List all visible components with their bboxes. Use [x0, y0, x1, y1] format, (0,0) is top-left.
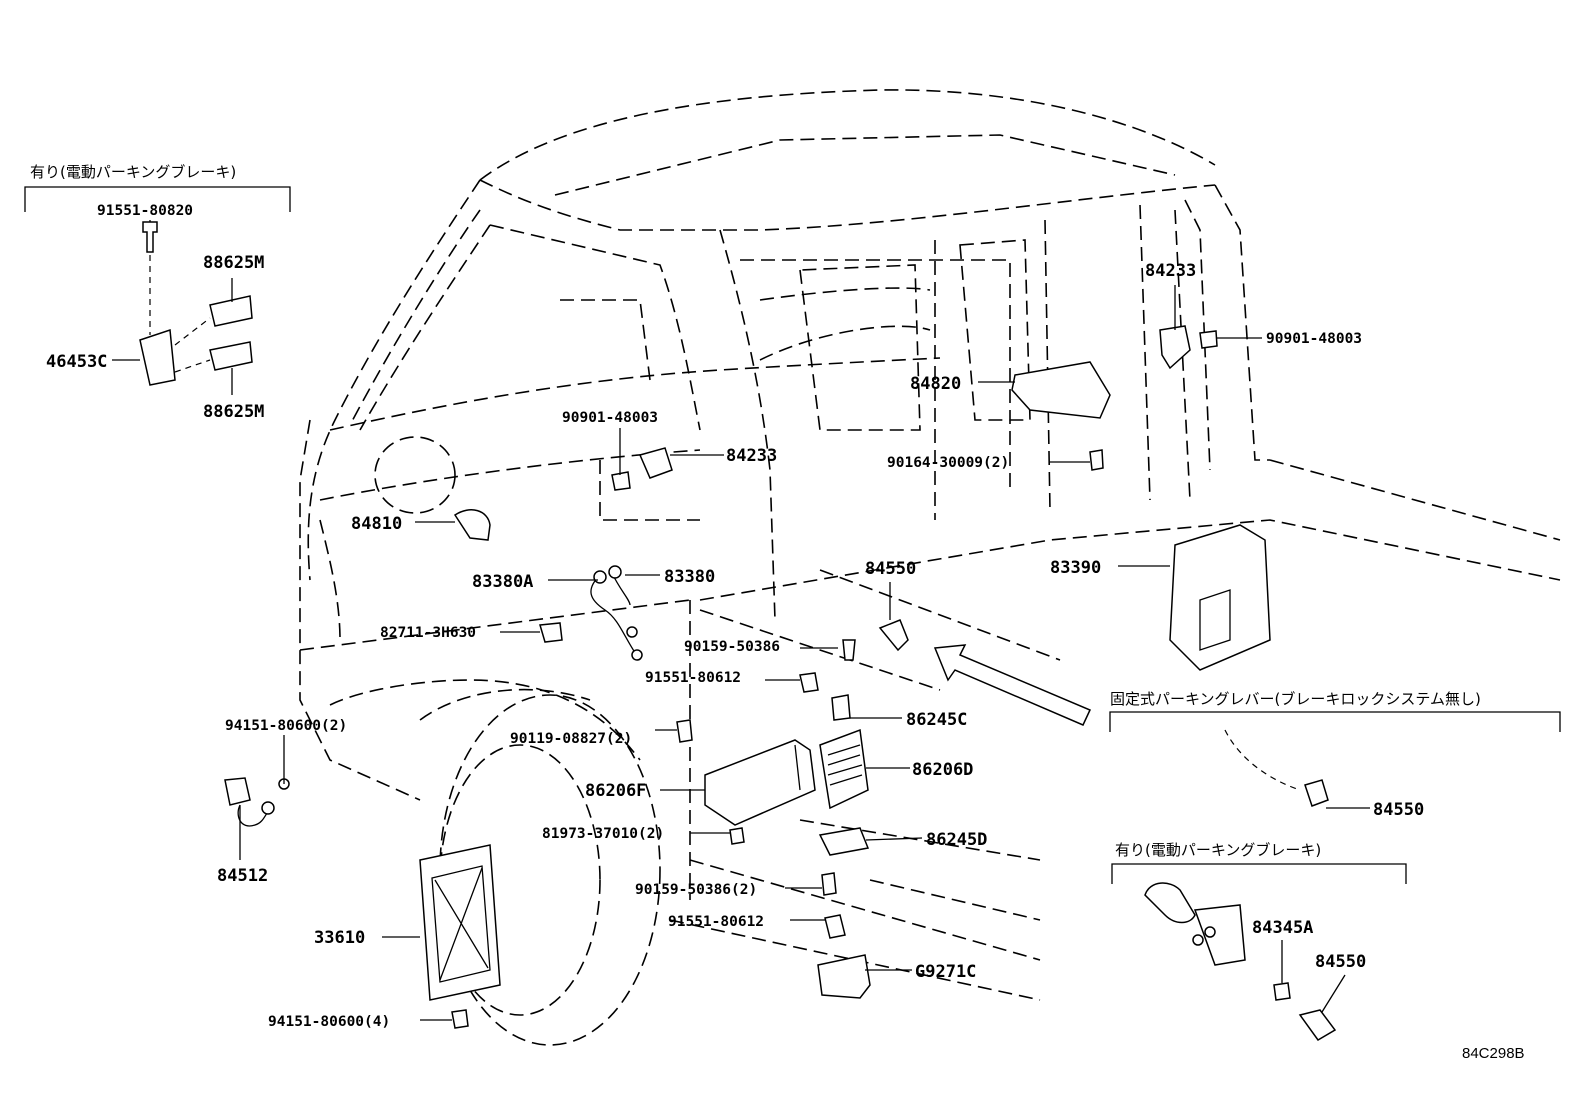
connector-88625M-upper-icon	[209, 295, 253, 327]
bolt-91551-80820-icon	[142, 221, 158, 253]
label-82711-3H630: 82711-3H630	[380, 625, 476, 641]
epb-switch-assembly	[139, 221, 253, 386]
connector-88625M-lower-icon	[209, 341, 253, 371]
label-86245D: 86245D	[926, 830, 987, 850]
label-90159-50386-top: 90159-50386	[684, 639, 780, 655]
part-labels: 91551-80820 88625M 46453C 88625M 90901-4…	[46, 203, 1525, 1062]
group-epb-top-left-title: 有り(電動パーキングブレーキ)	[30, 163, 236, 181]
module-86206F-icon	[704, 739, 816, 826]
label-94151-80600-2: 94151-80600(2)	[225, 718, 347, 734]
label-90164-30009: 90164-30009(2)	[887, 455, 1009, 471]
switch-84820-icon	[1011, 361, 1111, 419]
unit-83390-icon	[1169, 524, 1271, 671]
group-fixed-lever-title: 固定式パーキングレバー(ブレーキロックシステム無し)	[1110, 690, 1481, 708]
label-91551-80820: 91551-80820	[97, 203, 193, 219]
switch-84550-mid-icon	[878, 619, 909, 652]
group-epb-bottom-right: 有り(電動パーキングブレーキ)	[1111, 841, 1407, 884]
label-83380A: 83380A	[472, 572, 533, 592]
label-88625M-lower: 88625M	[203, 402, 264, 422]
label-90159-50386-2: 90159-50386(2)	[635, 882, 757, 898]
bolt-90901-48003-rear-icon	[1199, 330, 1218, 349]
label-90901-48003-front: 90901-48003	[562, 410, 658, 426]
leader-lines	[112, 220, 1370, 1021]
sensor-84233-front-icon	[638, 447, 673, 479]
direction-arrow	[933, 644, 1092, 726]
bolt-90119-08827-icon	[676, 719, 693, 743]
label-84345A: 84345A	[1252, 918, 1313, 938]
label-91551-80612-bottom: 91551-80612	[668, 914, 764, 930]
ecu-33610-icon	[419, 844, 501, 1001]
group-epb-top-left: 有り(電動パーキングブレーキ)	[24, 163, 291, 212]
bolt-94151-80600-4-icon	[451, 1009, 469, 1029]
clip-84345A-icon	[1273, 982, 1291, 1001]
label-84233-front: 84233	[726, 446, 777, 466]
label-84233-rear: 84233	[1145, 261, 1196, 281]
sensor-84810-icon	[453, 509, 491, 541]
bolt-90159-50386-top-icon	[842, 639, 856, 661]
screw-90164-30009-icon	[1089, 449, 1104, 471]
label-90119-08827: 90119-08827(2)	[510, 731, 632, 747]
label-86245C: 86245C	[906, 710, 967, 730]
bolt-91551-80612-bottom-icon	[824, 914, 846, 939]
label-84512: 84512	[217, 866, 268, 886]
label-83380: 83380	[664, 567, 715, 587]
label-46453C: 46453C	[46, 352, 107, 372]
label-88625M-upper: 88625M	[203, 253, 264, 273]
bolt-91551-80612-top-icon	[799, 672, 819, 693]
module-86206D-icon	[819, 728, 869, 810]
label-86206F: 86206F	[585, 781, 646, 801]
sensor-84512-icon	[224, 777, 290, 827]
label-90901-48003-rear: 90901-48003	[1266, 331, 1362, 347]
fixed-lever-switch-icon	[1224, 729, 1329, 807]
group-fixed-lever: 固定式パーキングレバー(ブレーキロックシステム無し)	[1109, 690, 1561, 732]
sensor-84233-rear-icon	[1159, 325, 1191, 370]
bracket-46453C-icon	[139, 328, 176, 386]
label-94151-80600-4: 94151-80600(4)	[268, 1014, 390, 1030]
switch-84550-epb-icon	[1298, 1009, 1337, 1041]
label-84810: 84810	[351, 514, 402, 534]
label-84820: 84820	[910, 374, 961, 394]
label-G9271C: G9271C	[915, 962, 976, 982]
diagram-code: 84C298B	[1462, 1045, 1525, 1062]
label-86206D: 86206D	[912, 760, 973, 780]
label-84550-fixed-lever: 84550	[1373, 800, 1424, 820]
clip-82711-3H630-icon	[539, 622, 563, 643]
hose-83380-icon	[590, 565, 643, 661]
label-84550-epb: 84550	[1315, 952, 1366, 972]
group-epb-bottom-right-title: 有り(電動パーキングブレーキ)	[1115, 841, 1321, 859]
cover-G9271C-icon	[817, 954, 871, 999]
bracket-86245D-icon	[818, 827, 870, 856]
epb-actuator-icon	[1144, 882, 1246, 966]
label-33610: 33610	[314, 928, 365, 948]
bracket-86245C-icon	[831, 694, 851, 721]
bolt-90901-48003-front-icon	[611, 471, 631, 491]
clip-81973-37010-icon	[729, 827, 745, 845]
label-84550-mid: 84550	[865, 559, 916, 579]
label-81973-37010: 81973-37010(2)	[542, 826, 664, 842]
label-83390: 83390	[1050, 558, 1101, 578]
label-91551-80612-top: 91551-80612	[645, 670, 741, 686]
bolt-90159-50386-2-icon	[821, 872, 837, 896]
